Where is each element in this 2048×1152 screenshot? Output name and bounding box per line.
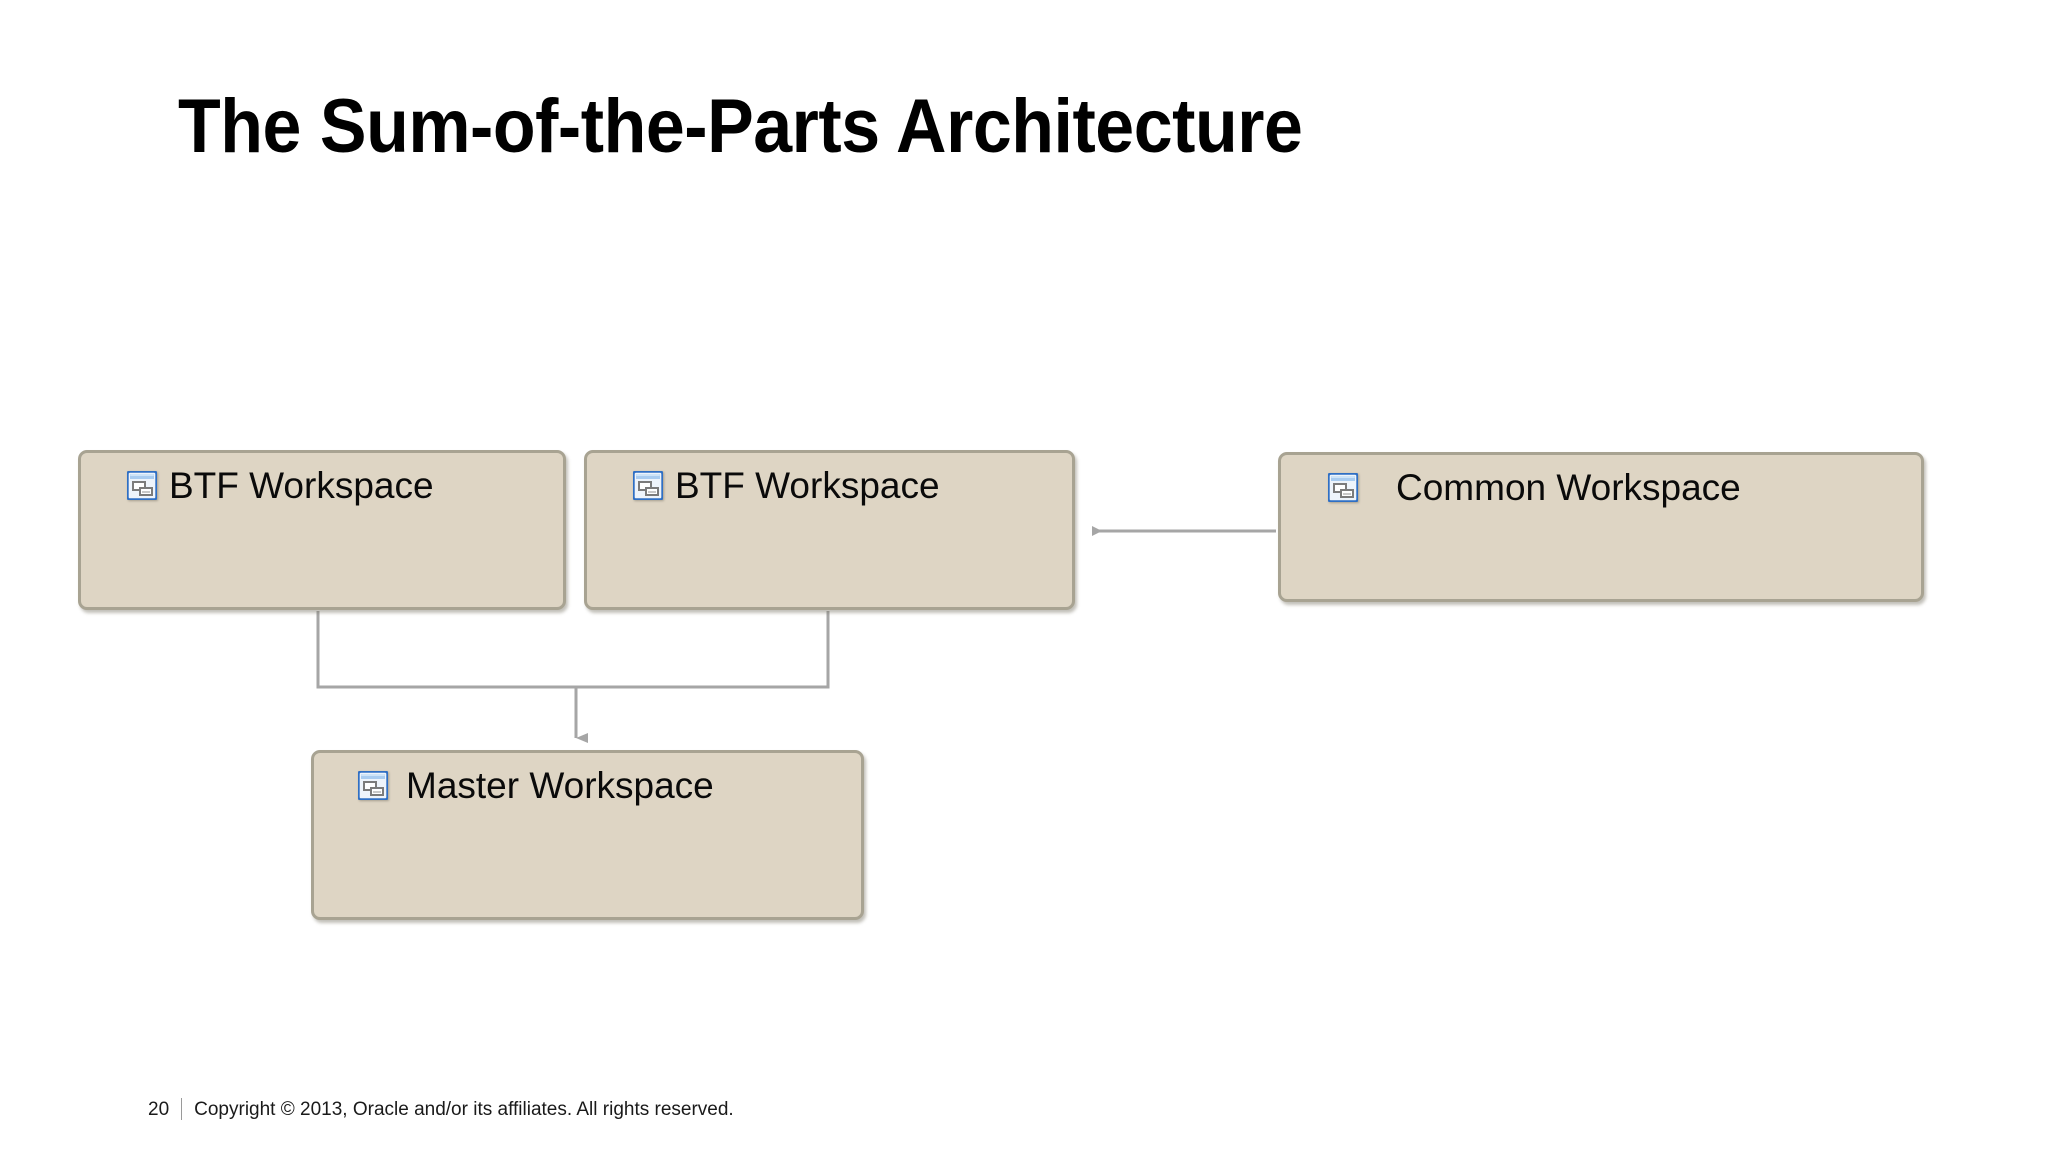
node-header: Common Workspace <box>1281 455 1921 506</box>
node-common-workspace[interactable]: Common Workspace <box>1278 452 1924 602</box>
node-label: Common Workspace <box>1396 467 1741 508</box>
workspace-icon <box>633 471 663 500</box>
edge-btf2-to-master <box>576 611 830 689</box>
node-header: BTF Workspace <box>81 453 563 504</box>
node-header: Master Workspace <box>314 753 861 804</box>
node-btf-workspace-2[interactable]: BTF Workspace <box>584 450 1075 610</box>
page-title: The Sum-of-the-Parts Architecture <box>178 83 1303 169</box>
node-label: BTF Workspace <box>675 465 940 506</box>
workspace-icon <box>127 471 157 500</box>
node-label: BTF Workspace <box>169 465 434 506</box>
copyright-text: Copyright © 2013, Oracle and/or its affi… <box>194 1098 734 1120</box>
node-btf-workspace-1[interactable]: BTF Workspace <box>78 450 566 610</box>
workspace-icon <box>358 771 388 800</box>
node-label: Master Workspace <box>406 765 714 806</box>
page-number: 20 <box>148 1098 170 1120</box>
node-header: BTF Workspace <box>587 453 1072 504</box>
node-master-workspace[interactable]: Master Workspace <box>311 750 864 920</box>
footer-divider <box>181 1098 183 1120</box>
slide-footer: 20 Copyright © 2013, Oracle and/or its a… <box>148 1098 734 1120</box>
workspace-icon <box>1328 473 1358 502</box>
edge-btf1-to-master <box>316 611 576 689</box>
